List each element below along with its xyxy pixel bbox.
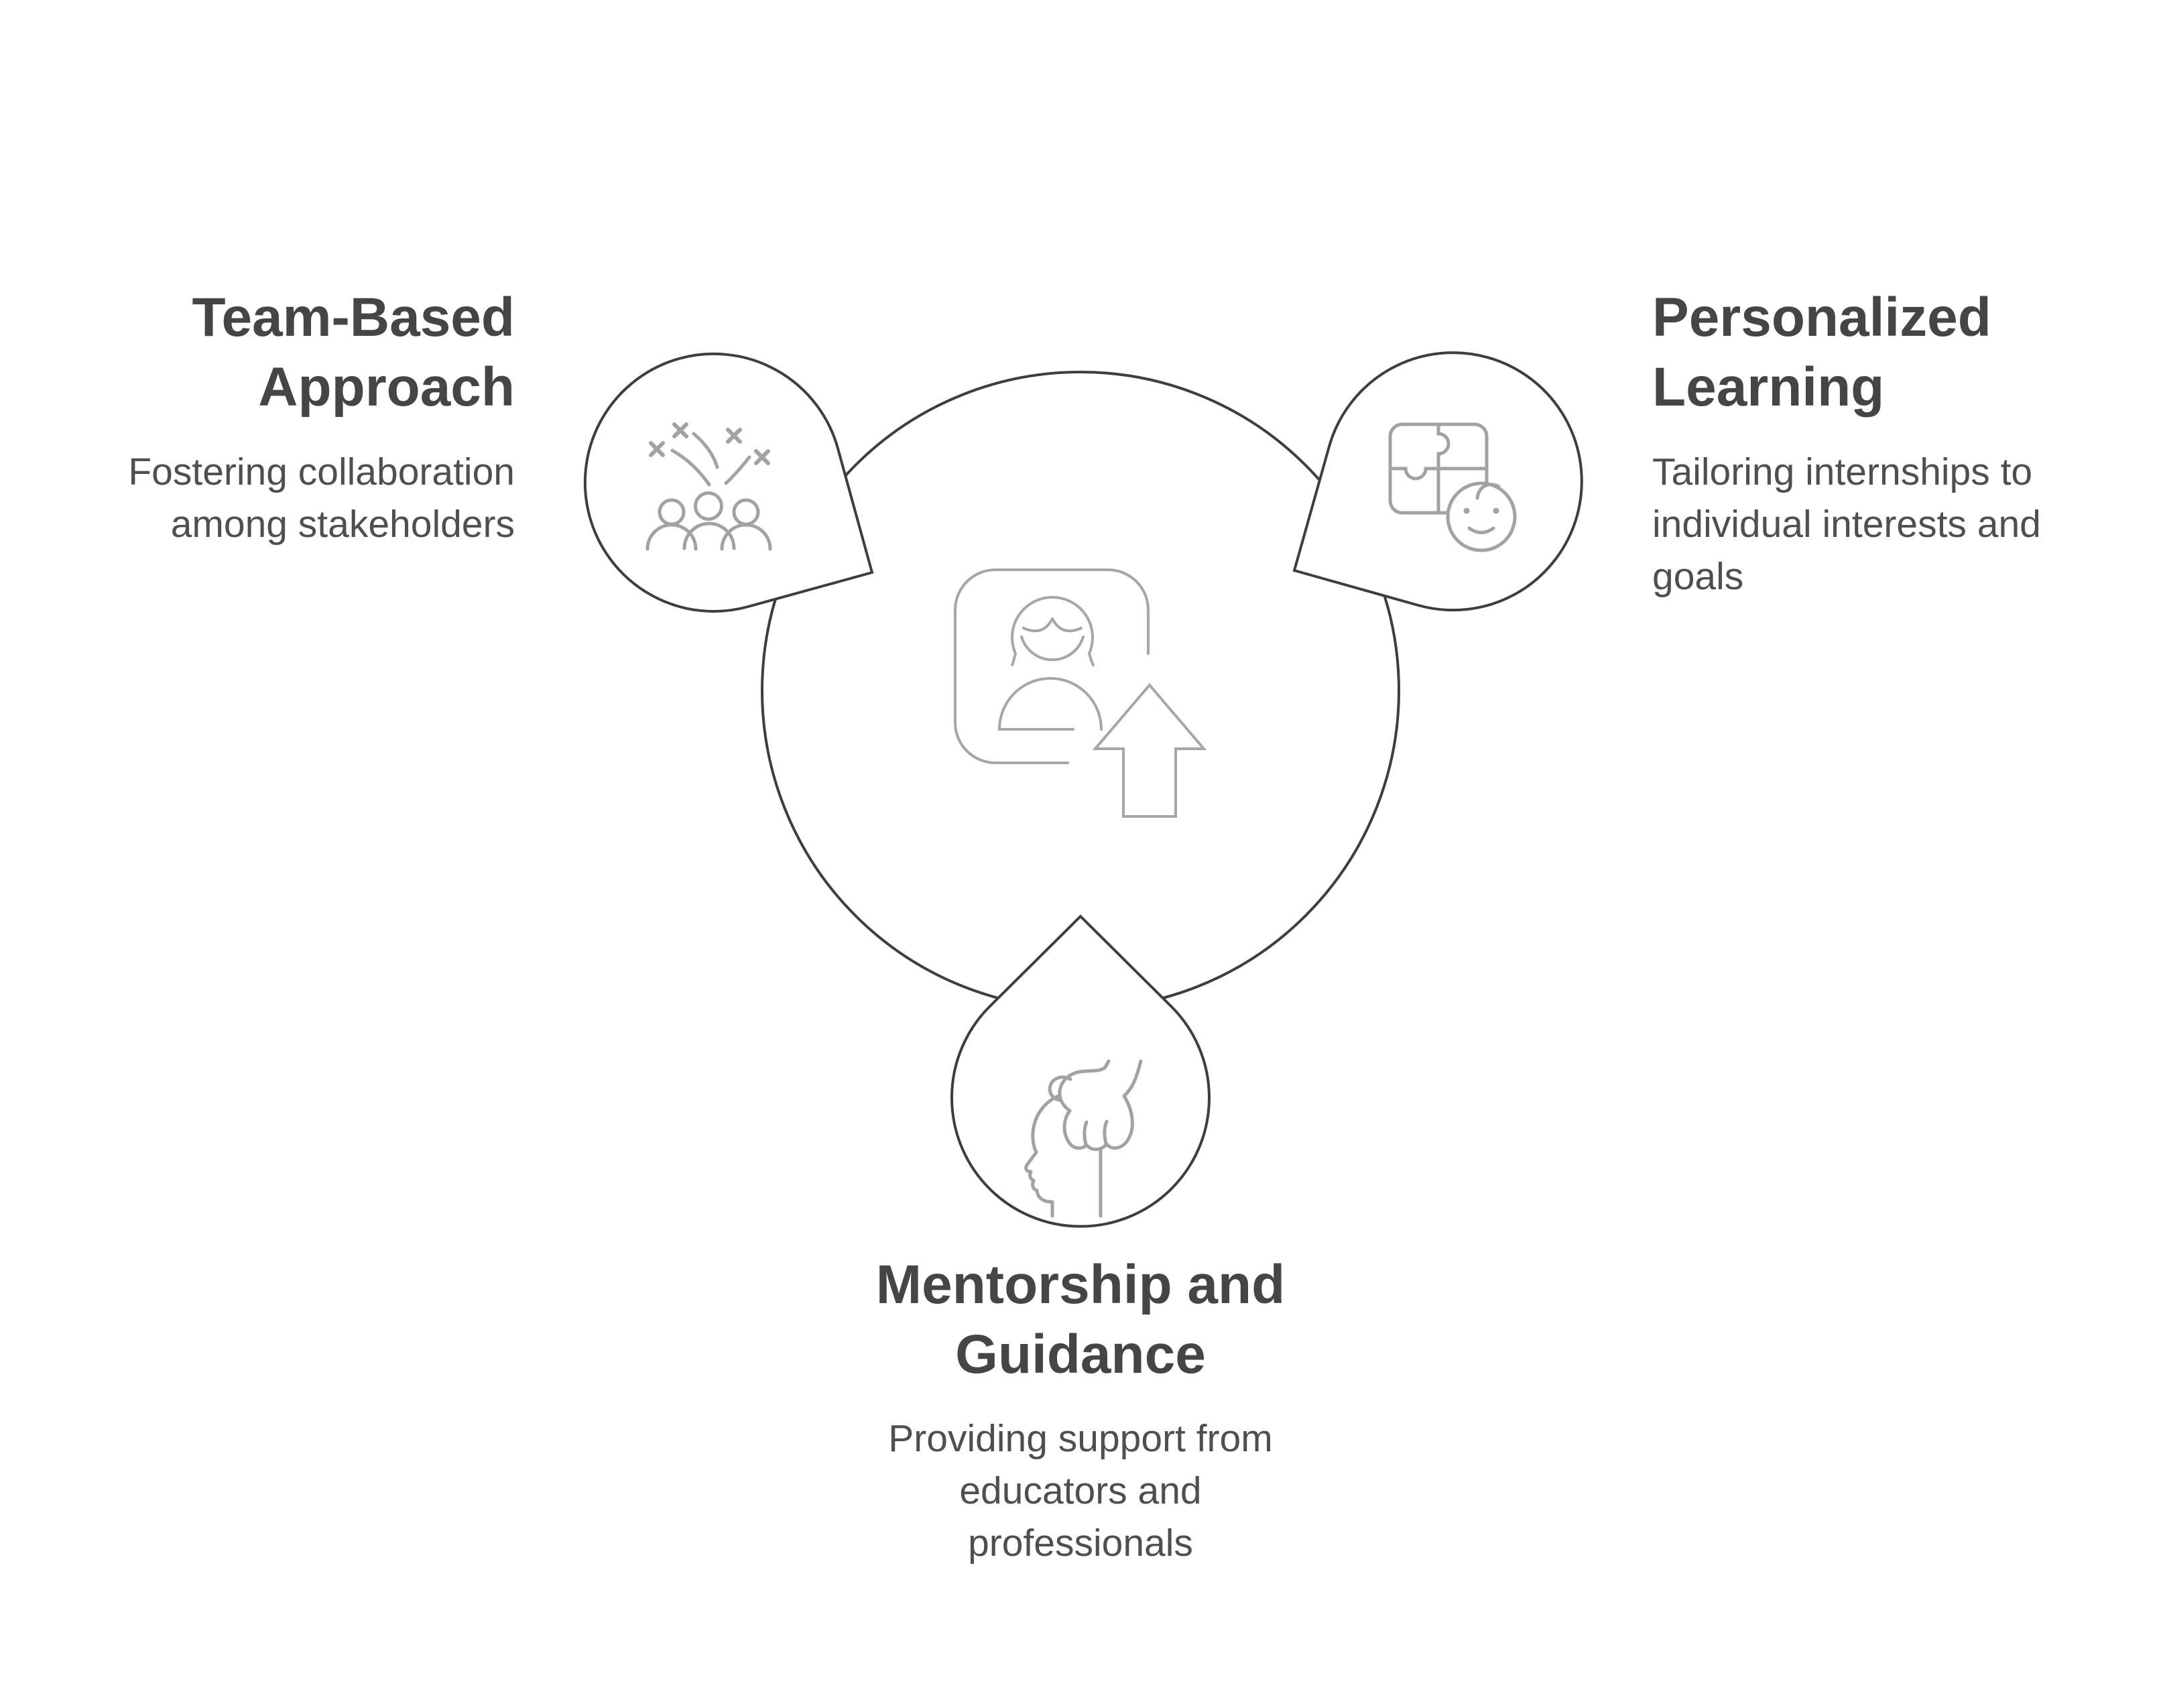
node-title: Personalized Learning [1652,283,2041,422]
desc-line: Providing support from [888,1417,1273,1460]
child-face-icon [1446,481,1517,552]
node-title: Team-Based Approach [128,283,515,422]
team-celebration-icon [645,422,772,551]
node-label-team-based-approach: Team-Based Approach Fostering collaborat… [128,283,515,550]
node-description: Tailoring internships to individual inte… [1652,446,2041,603]
title-line: Approach [258,357,515,418]
node-title: Mentorship and Guidance [876,1250,1285,1390]
sparkle-x-icon [649,422,770,465]
title-line: Mentorship and [875,1254,1286,1315]
puzzle-child-icon [1388,422,1517,552]
desc-line: educators and [959,1469,1202,1512]
title-line: Team-Based [192,287,515,348]
mentor-hand-head-icon [1024,1059,1143,1218]
desc-line: individual interests and [1652,503,2041,546]
node-description: Fostering collaboration among stakeholde… [128,446,515,550]
center-circle [761,371,1400,1010]
desc-line: goals [1652,555,1744,598]
node-label-personalized-learning: Personalized Learning Tailoring internsh… [1652,283,2041,603]
node-label-mentorship-guidance: Mentorship and Guidance Providing suppor… [876,1250,1285,1569]
hand-icon [1058,1059,1143,1152]
desc-line: among stakeholders [170,503,515,546]
desc-line: professionals [968,1522,1193,1565]
title-line: Learning [1652,357,1885,418]
up-arrow-icon [1092,682,1207,818]
desc-line: Tailoring internships to [1652,450,2033,493]
desc-line: Fostering collaboration [128,450,515,493]
title-line: Personalized [1652,287,1991,348]
title-line: Guidance [955,1324,1206,1385]
person-profile-upload-icon [954,568,1207,818]
node-description: Providing support from educators and pro… [876,1412,1285,1569]
